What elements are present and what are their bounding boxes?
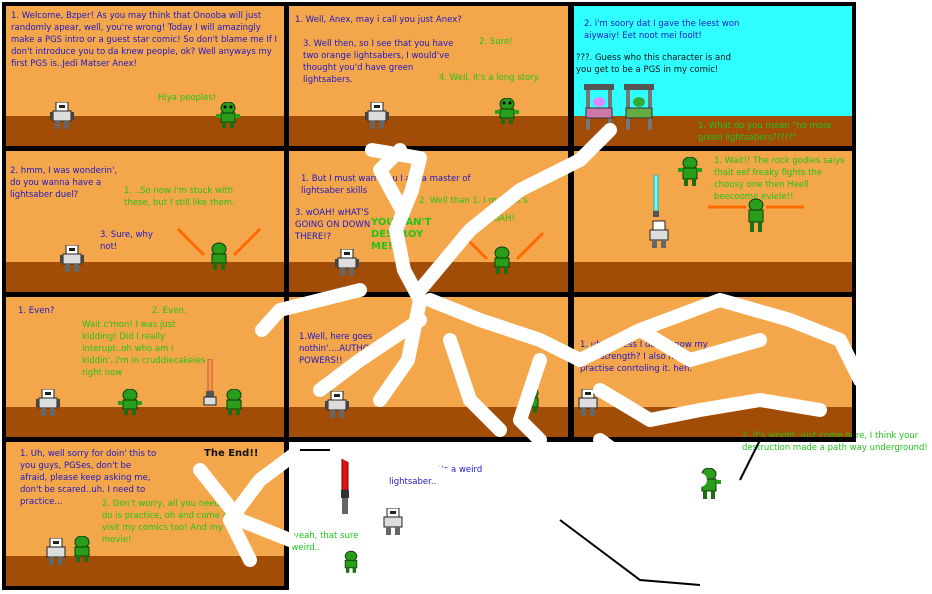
green-alien-character <box>697 468 721 500</box>
merchant-stand <box>582 82 662 136</box>
robot-with-lightsaber <box>644 175 674 249</box>
caption: 4. wOAH! <box>475 214 515 224</box>
robot-character <box>335 249 359 277</box>
grid-border <box>2 2 856 6</box>
caption: 1. wow, that's a weird lightsaber.. <box>389 465 483 487</box>
caption: 1. Wait!! The rock godies saiys thait ee… <box>714 156 845 202</box>
caption: 2. it's alright, just come here, I think… <box>742 431 928 453</box>
robot-character <box>44 538 68 566</box>
panel-10: 1. Uh, well sorry for doin' this to you … <box>6 442 284 586</box>
panel-5: 1. But I must warn you I am a master of … <box>289 151 568 292</box>
caption: 1. But I must warn you I am a master of … <box>301 174 471 196</box>
floor <box>289 116 568 146</box>
green-alien-character <box>70 536 94 562</box>
caption: Wait c'mon! I was just kidding! Did I re… <box>82 320 206 378</box>
caption: 1. uh, I guess I don't know my own stren… <box>580 340 708 374</box>
panel-6: 1. Wait!! The rock godies saiys thait ee… <box>574 151 852 292</box>
floor <box>574 262 852 292</box>
panel-9: 1. uh, I guess I don't know my own stren… <box>574 297 852 437</box>
caption: 2. Even. <box>152 306 187 316</box>
caption: ???. Guess who this character is and you… <box>576 53 732 75</box>
floor <box>6 262 284 292</box>
grid-border <box>2 146 856 151</box>
robot-character <box>36 389 60 417</box>
panel-1: 1. Welcome, Bzper! As you may think that… <box>6 6 284 146</box>
robot-character <box>576 389 600 417</box>
caption: 2. Well than 1. I mean it's <box>419 196 528 206</box>
grid-border <box>852 2 856 440</box>
green-alien-character <box>341 550 361 574</box>
caption: 4. Well, it's a long story. <box>439 73 541 83</box>
red-lightsaber-icon <box>339 454 351 518</box>
caption: 1. Even? <box>18 306 55 316</box>
panel-8: 1.Well, here goes nothin'....AUTHOR POWE… <box>289 297 568 437</box>
robot-character <box>60 245 84 273</box>
caption: 2. Sure! <box>479 37 513 47</box>
caption: Hiya peoples! <box>158 93 217 103</box>
grid-border <box>2 292 856 297</box>
caption: 3. Sure, why not! <box>100 230 153 252</box>
green-alien-with-lightsabers <box>174 225 264 271</box>
grid-border <box>2 586 288 590</box>
caption: 3. wOAH! wHAT'S GOING ON DOWN THERE!? <box>295 208 371 242</box>
caption: 2. Don't worry, all you need to do is pr… <box>102 499 239 545</box>
caption: 2. i'm soory dat I gave the leest won ai… <box>584 19 740 41</box>
robot-character <box>50 102 74 130</box>
caption: 1. What do you mean "no more green light… <box>698 121 832 143</box>
robot-character <box>365 102 389 130</box>
panel-3: 2. i'm soory dat I gave the leest won ai… <box>574 6 852 146</box>
green-alien-character <box>216 102 240 128</box>
panel-7: 1. Even? 2. Even. Wait c'mon! I was just… <box>6 297 284 437</box>
robot-character <box>381 508 405 536</box>
grid-border <box>2 437 856 442</box>
green-alien-character <box>222 389 246 415</box>
green-alien-character <box>678 157 702 187</box>
green-alien-character <box>519 387 543 413</box>
panel-2: 1. Well, Anex, may i call you just Anex?… <box>289 6 568 146</box>
floor <box>6 116 284 146</box>
caption: 3. Well then, so I see that you have two… <box>303 39 454 85</box>
green-alien-with-lightsabers <box>706 195 806 235</box>
caption: 1. Uh, well sorry for doin' this to you … <box>20 449 157 507</box>
green-alien-character <box>495 98 519 124</box>
robot-with-lightsaber <box>202 359 218 407</box>
caption: YOU CAN'T DESTROY ME!! <box>371 217 432 252</box>
caption: 1. Well, Anex, may i call you just Anex? <box>295 15 462 25</box>
caption: 1. ..So now I'm stuck with these, but I … <box>124 186 235 208</box>
caption: The End!! <box>204 448 259 459</box>
robot-character <box>325 391 349 419</box>
grid-border <box>568 2 574 442</box>
floor <box>574 116 852 146</box>
green-alien-character <box>118 389 142 415</box>
green-alien-with-lightsabers <box>457 229 547 275</box>
panel-11: 1. wow, that's a weird lightsaber.. 2. y… <box>289 442 852 586</box>
caption: 2. hmm, I was wonderin', do you wanna ha… <box>10 166 118 200</box>
panel-4: 2. hmm, I was wonderin', do you wanna ha… <box>6 151 284 292</box>
caption: 1.Well, here goes nothin'....AUTHOR POWE… <box>299 332 376 366</box>
caption: 1. Welcome, Bzper! As you may think that… <box>11 11 278 69</box>
